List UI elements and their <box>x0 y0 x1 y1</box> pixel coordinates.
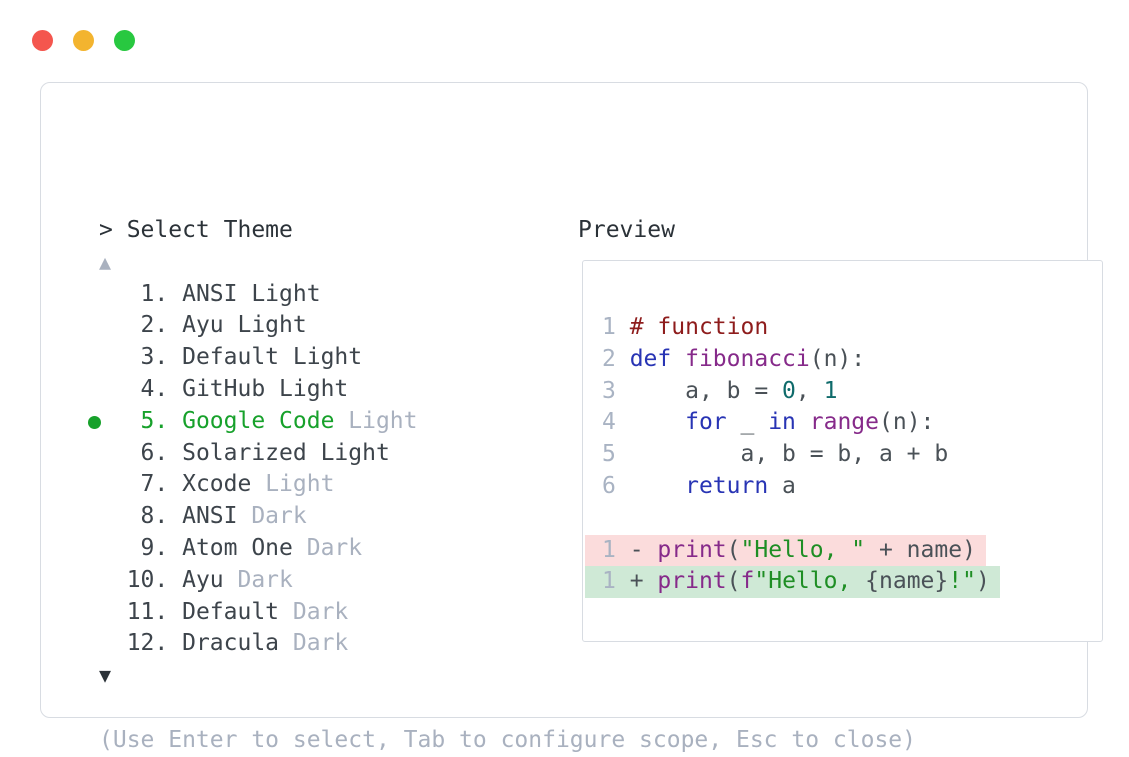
theme-option-7[interactable]: 7. Xcode Light <box>99 469 418 501</box>
diff-removed-line: 1 - print("Hello, " + name) <box>583 534 1102 567</box>
theme-option-variant: Light <box>279 344 363 371</box>
theme-option-number: 12. <box>99 630 183 657</box>
theme-option-number: 1. <box>99 280 183 307</box>
theme-option-variant: Light <box>306 439 390 466</box>
theme-option-variant: Dark <box>279 598 349 625</box>
line-number: 2 <box>602 345 630 372</box>
theme-option-name: Default <box>182 598 280 625</box>
code-line: 3 a, b = 0, 1 <box>602 377 838 404</box>
theme-option-number: 3. <box>99 344 183 371</box>
theme-option-variant: Light <box>265 375 349 402</box>
preview-label: Preview <box>578 217 675 243</box>
theme-option-name: Google Code <box>182 407 335 434</box>
theme-option-3[interactable]: 3. Default Light <box>99 342 418 374</box>
line-number: 5 <box>602 441 630 468</box>
theme-option-variant: Dark <box>279 630 349 657</box>
theme-option-4[interactable]: 4. GitHub Light <box>99 374 418 406</box>
theme-option-number: 7. <box>99 471 183 498</box>
select-theme-prompt: > Select Theme <box>99 217 293 243</box>
theme-option-name: Default <box>182 344 280 371</box>
theme-list-column: > Select Theme ▲ 1. ANSI Light 2. Ayu Li… <box>88 215 418 692</box>
diff-added-line: 1 + print(f"Hello, {name}!") <box>583 566 1102 599</box>
theme-option-6[interactable]: 6. Solarized Light <box>99 438 418 470</box>
scroll-down-indicator-icon: ▼ <box>99 663 112 688</box>
line-number: 1 <box>602 536 630 563</box>
theme-option-5[interactable]: 5. Google Code Light <box>88 406 418 438</box>
theme-option-9[interactable]: 9. Atom One Dark <box>99 533 418 565</box>
theme-option-name: ANSI <box>182 503 238 530</box>
code-line: 6 return a <box>602 472 796 499</box>
scroll-up-indicator-icon: ▲ <box>99 249 112 274</box>
theme-option-11[interactable]: 11. Default Dark <box>99 597 418 629</box>
close-window-button[interactable] <box>32 30 53 51</box>
keyboard-help-text: (Use Enter to select, Tab to configure s… <box>99 727 916 753</box>
theme-option-number: 5. <box>99 407 183 434</box>
theme-option-variant: Dark <box>292 534 363 561</box>
theme-picker-panel: > Select Theme ▲ 1. ANSI Light 2. Ayu Li… <box>40 82 1103 753</box>
code-line: 1 # function <box>602 314 769 340</box>
theme-options-list: 1. ANSI Light 2. Ayu Light 3. Default Li… <box>88 279 418 661</box>
theme-option-name: Xcode <box>182 471 252 498</box>
theme-option-number: 6. <box>99 439 183 466</box>
line-number: 1 <box>602 314 630 340</box>
code-line <box>583 503 1102 535</box>
theme-option-name: Atom One <box>182 534 293 561</box>
theme-option-variant: Dark <box>237 503 307 530</box>
theme-option-1[interactable]: 1. ANSI Light <box>99 279 418 311</box>
minimize-window-button[interactable] <box>73 30 94 51</box>
theme-option-name: Dracula <box>182 630 280 657</box>
window-controls <box>32 30 135 51</box>
selected-theme-dot-icon <box>88 415 101 429</box>
theme-option-10[interactable]: 10. Ayu Dark <box>99 565 418 597</box>
theme-option-variant: Light <box>334 407 418 434</box>
theme-option-12[interactable]: 12. Dracula Dark <box>99 628 418 660</box>
theme-option-number: 11. <box>99 598 183 625</box>
theme-option-name: Ayu <box>182 566 224 593</box>
code-line: 4 for _ in range(n): <box>602 409 935 436</box>
theme-option-name: ANSI <box>182 280 238 307</box>
theme-option-name: Ayu <box>182 312 224 339</box>
zoom-window-button[interactable] <box>114 30 135 51</box>
theme-option-name: GitHub <box>182 375 266 402</box>
theme-option-name: Solarized <box>182 439 307 466</box>
theme-option-variant: Light <box>251 471 335 498</box>
code-line: 2 def fibonacci(n): <box>602 345 866 372</box>
code-preview-box: 1 # function 2 def fibonacci(n): 3 a, b = … <box>582 260 1103 642</box>
line-number: 3 <box>602 377 630 404</box>
code-line: 5 a, b = b, a + b <box>602 441 949 468</box>
code-preview-content: 1 # function 2 def fibonacci(n): 3 a, b = … <box>583 312 1102 599</box>
theme-option-2[interactable]: 2. Ayu Light <box>99 310 418 342</box>
theme-option-variant: Dark <box>223 566 293 593</box>
theme-option-number: 2. <box>99 312 183 339</box>
theme-option-variant: Light <box>223 312 307 339</box>
theme-option-8[interactable]: 8. ANSI Dark <box>99 501 418 533</box>
theme-option-number: 9. <box>99 534 183 561</box>
theme-option-number: 4. <box>99 375 183 402</box>
theme-option-variant: Light <box>237 280 321 307</box>
line-number: 6 <box>602 472 630 499</box>
theme-option-number: 10. <box>99 566 183 593</box>
theme-option-number: 8. <box>99 503 183 530</box>
line-number: 1 <box>602 568 630 595</box>
line-number: 4 <box>602 409 630 436</box>
